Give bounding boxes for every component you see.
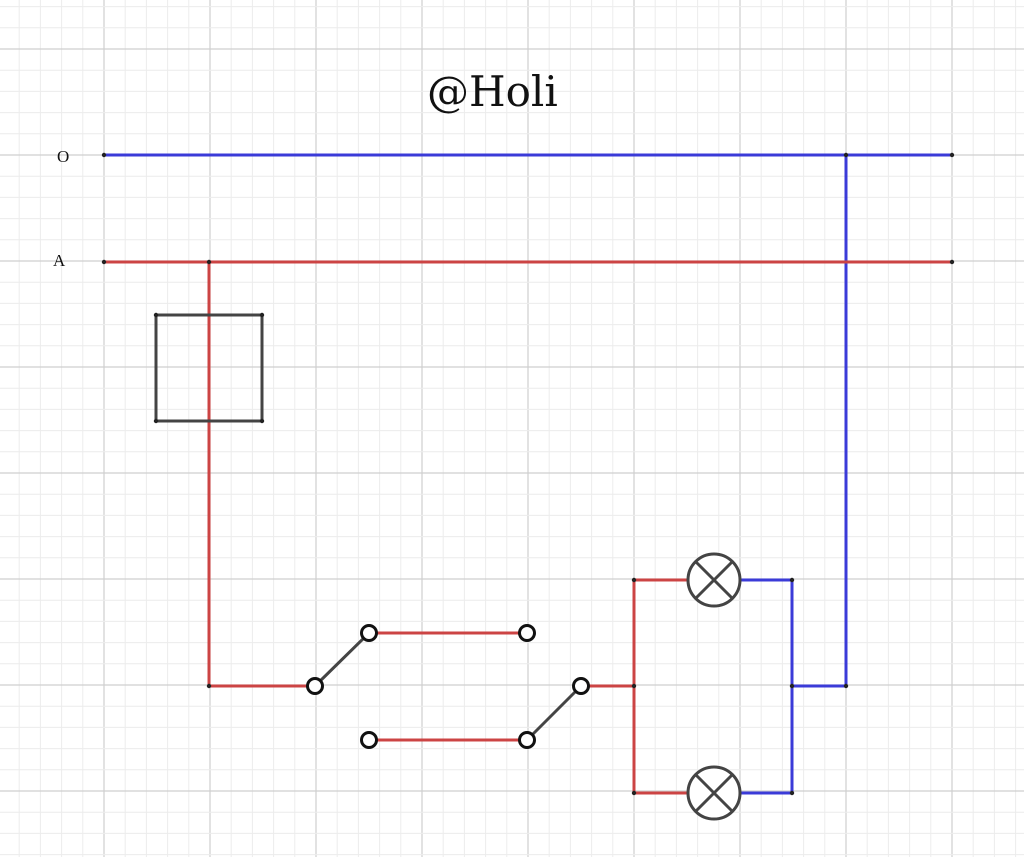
switch-2-pivot-terminal [572, 677, 590, 695]
switch-1-lever [313, 631, 371, 688]
junction-dot [631, 790, 637, 796]
lamp-icon [686, 765, 742, 821]
junction-dot [101, 152, 107, 158]
junction-dot [206, 259, 212, 265]
switch-2-lever [525, 684, 583, 742]
switch-1-pivot-terminal [306, 677, 324, 695]
junction-dot [949, 259, 955, 265]
rail-label-o: O [57, 147, 69, 166]
junction-dot [259, 312, 265, 318]
switch-2-lower-terminal [518, 731, 536, 749]
junction-dot [789, 683, 795, 689]
lamp-icon [686, 552, 742, 608]
neutral-wiring [102, 153, 954, 795]
junction-dot [206, 683, 212, 689]
junction-dot [631, 577, 637, 583]
two-way-switch-2 [518, 624, 590, 749]
rail-label-a: A [53, 251, 66, 270]
junction-dot [153, 418, 159, 424]
switch-2-upper-terminal [518, 624, 536, 642]
junction-dot [949, 152, 955, 158]
junction-dot [843, 683, 849, 689]
junction-dot [789, 577, 795, 583]
switch-1-upper-terminal [360, 624, 378, 642]
lamp-1 [686, 552, 742, 608]
square-box [154, 313, 264, 423]
junction-dot [789, 790, 795, 796]
watermark-text: @Holi [427, 67, 558, 116]
junction-dot [153, 312, 159, 318]
junction-dot [101, 259, 107, 265]
junction-dots [101, 152, 955, 796]
junction-dot [631, 683, 637, 689]
lamp-2 [686, 765, 742, 821]
junction-dot [843, 152, 849, 158]
two-way-switch-1 [306, 624, 378, 749]
switch-1-lower-terminal [360, 731, 378, 749]
junction-dot [259, 418, 265, 424]
